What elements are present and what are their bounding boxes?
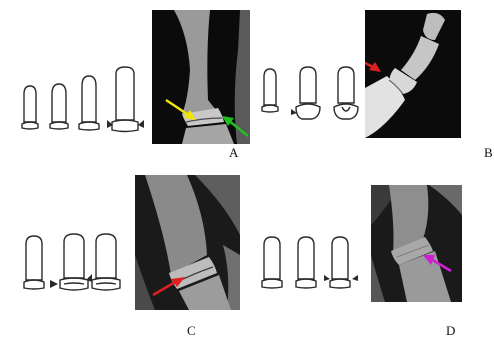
phalanx-fused-drawing — [258, 235, 368, 299]
red-arrow-icon — [365, 10, 461, 138]
sketch-arrow-icon — [50, 280, 58, 288]
panel-c: C — [0, 170, 260, 338]
panel-b-xray — [365, 10, 461, 138]
panel-b: B — [250, 0, 494, 165]
panel-a-sketch — [16, 62, 146, 137]
panel-c-label: C — [187, 324, 196, 337]
panel-b-sketch — [258, 65, 364, 135]
panel-d-xray — [371, 185, 462, 302]
sketch-arrow-icon — [324, 275, 330, 281]
phalanx-epiphysis-drawing — [20, 232, 134, 298]
panel-b-label: B — [484, 146, 493, 159]
panel-d-sketch — [258, 235, 368, 299]
phalanx-growth-sequence-drawing — [16, 62, 146, 137]
panel-c-sketch — [20, 232, 134, 298]
sketch-arrow-icon — [352, 275, 358, 281]
green-arrow-icon — [152, 10, 250, 144]
phalanx-base-drawing — [258, 65, 364, 135]
panel-a-xray — [152, 10, 250, 144]
panel-c-xray — [135, 175, 240, 310]
red-arrow-icon — [135, 175, 240, 310]
panel-a: A — [0, 0, 260, 165]
panel-d: D — [250, 170, 494, 338]
panel-a-label: A — [229, 146, 238, 159]
magenta-arrow-icon — [371, 185, 462, 302]
sketch-arrow-icon — [138, 120, 144, 128]
panel-d-label: D — [446, 324, 455, 337]
sketch-arrow-icon — [86, 274, 92, 282]
